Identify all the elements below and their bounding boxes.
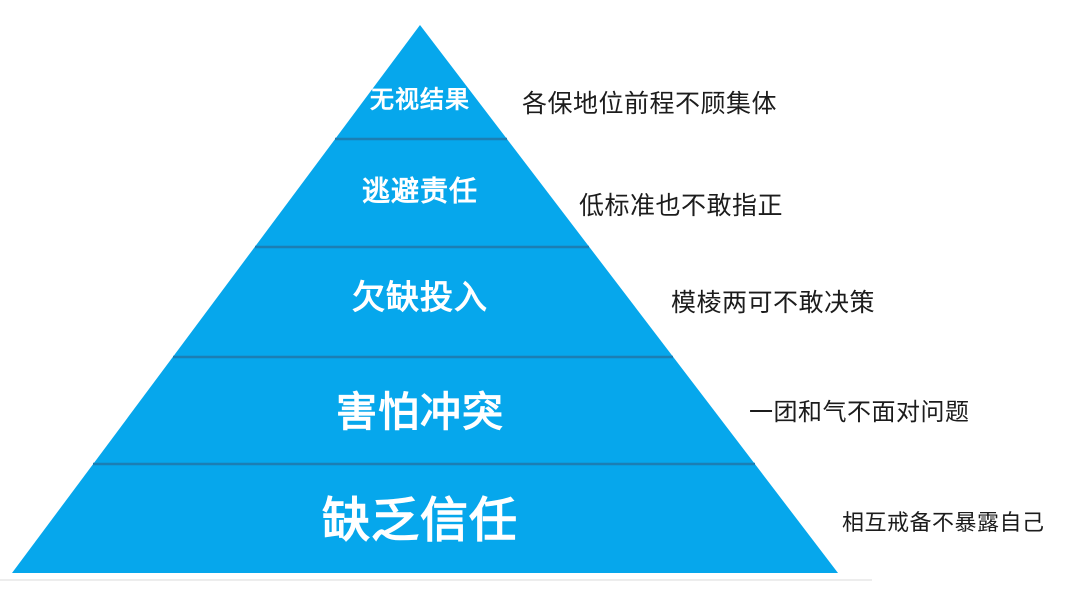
pyramid-level-3-annotation: 模棱两可不敢决策	[671, 289, 876, 317]
base-shadow-line	[0, 579, 872, 581]
pyramid-level-4-label: 害怕冲突	[336, 389, 504, 435]
pyramid-level-5-annotation: 相互戒备不暴露自己	[842, 510, 1045, 535]
pyramid-shape	[12, 25, 838, 573]
pyramid-level-4-annotation: 一团和气不面对问题	[749, 399, 970, 426]
pyramid-level-2-label: 逃避责任	[362, 176, 478, 207]
pyramid-level-5-label: 缺乏信任	[322, 495, 518, 548]
pyramid-level-1-annotation: 各保地位前程不顾集体	[522, 90, 778, 118]
pyramid-level-2-annotation: 低标准也不敢指正	[579, 192, 784, 220]
pyramid-level-1-label: 无视结果	[370, 87, 470, 114]
pyramid-level-3-label: 欠缺投入	[352, 279, 488, 316]
